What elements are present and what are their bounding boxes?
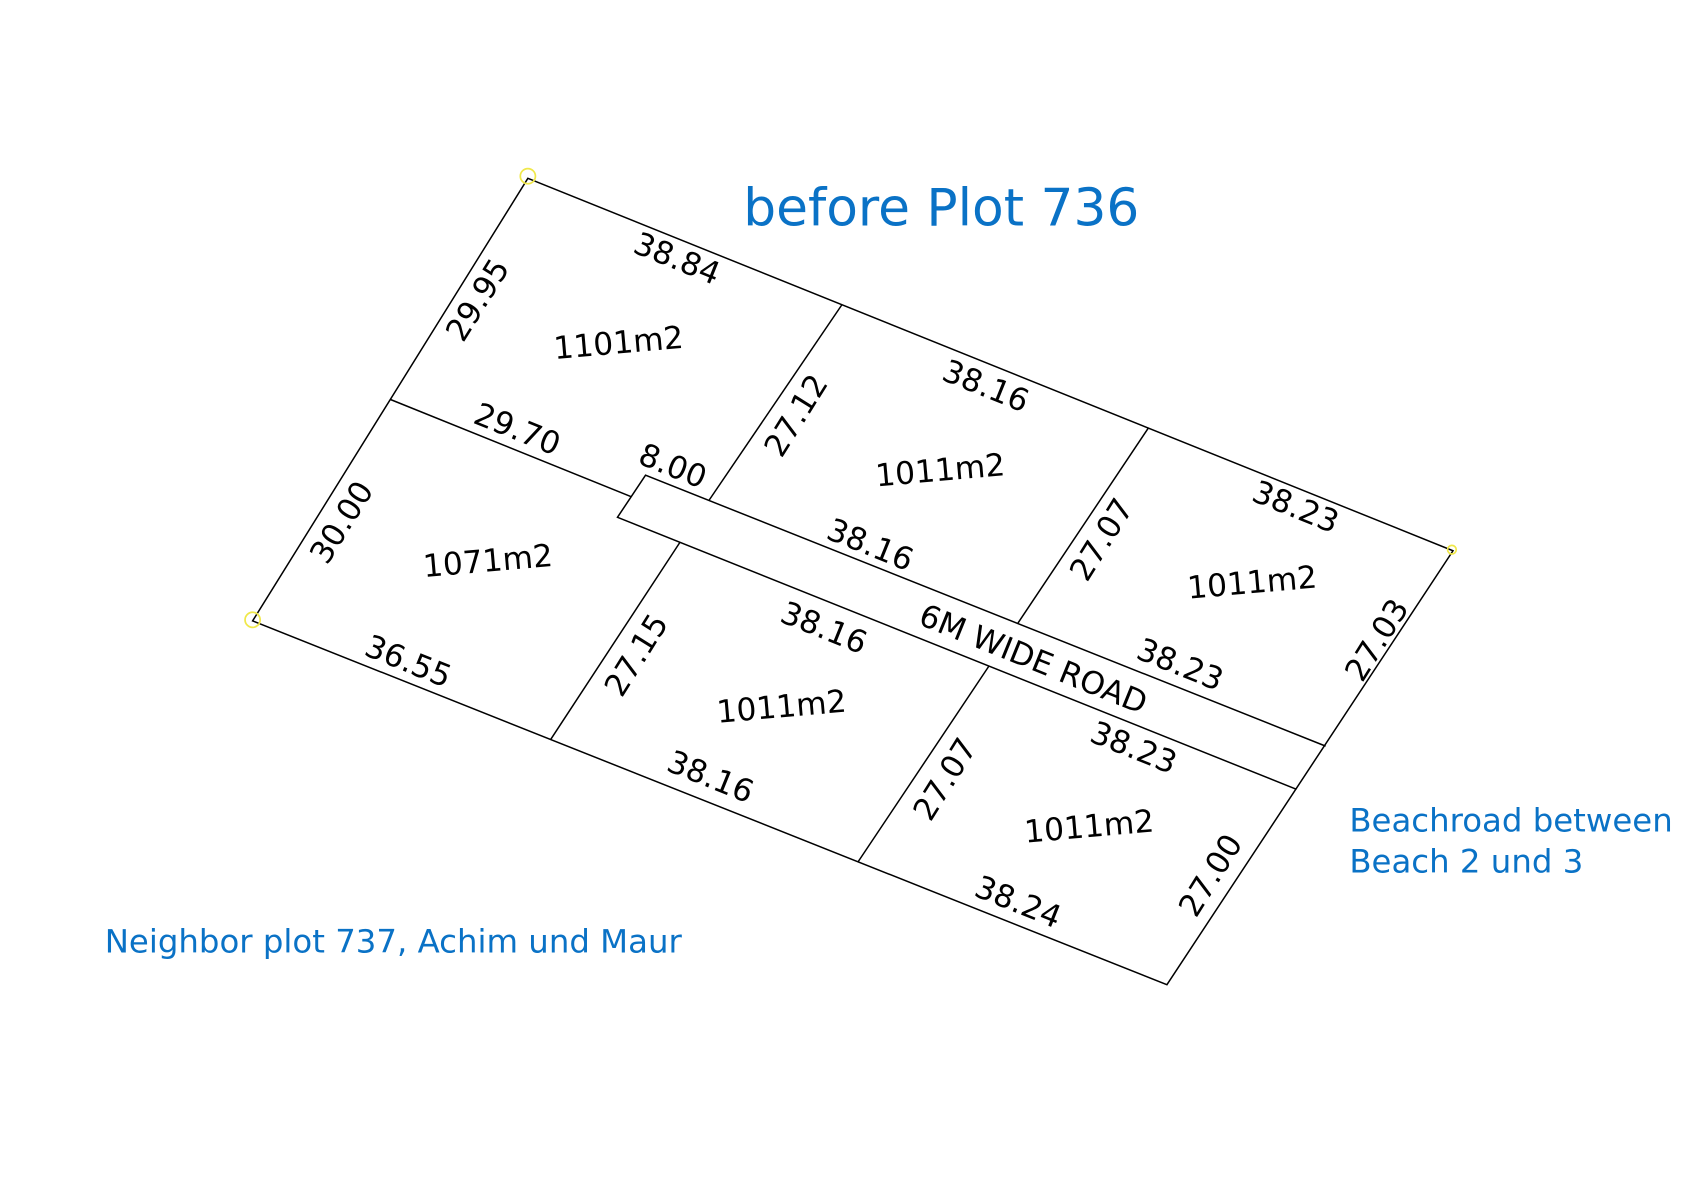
- corner-marker-icon: [519, 167, 537, 185]
- dimension-label: 30.00: [303, 475, 381, 570]
- area-label: 1011m2: [715, 684, 848, 731]
- dimension-label: 27.03: [1338, 593, 1416, 688]
- plot-divider: [708, 304, 843, 501]
- beachroad-label: Beach 2 und 3: [1349, 842, 1583, 880]
- dimension-label: 27.07: [1063, 492, 1141, 587]
- plot-boundary: [251, 177, 1455, 986]
- page-title: before Plot 736: [743, 179, 1139, 239]
- dimension-label: 38.16: [662, 744, 759, 811]
- area-label: 1011m2: [1023, 803, 1156, 850]
- road-label: 6M WIDE ROAD: [914, 598, 1152, 722]
- plot-divider: [1017, 427, 1150, 624]
- beachroad-label: Beachroad between: [1349, 801, 1672, 839]
- dimension-label: 29.70: [469, 396, 566, 463]
- area-label: 1101m2: [552, 320, 685, 367]
- corner-marker-icon: [1446, 544, 1458, 555]
- dimension-label: 38.16: [775, 595, 872, 662]
- dimension-label: 38.23: [1085, 715, 1182, 782]
- dimension-label: 8.00: [633, 437, 711, 496]
- dimension-label: 27.12: [758, 368, 836, 463]
- corner-marker-icon: [244, 611, 262, 629]
- dimension-label: 38.84: [629, 226, 726, 293]
- dimension-label: 27.15: [598, 608, 676, 703]
- dimension-label: 38.23: [1247, 474, 1344, 541]
- neighbor-label: Neighbor plot 737, Achim und Maur: [105, 922, 683, 960]
- area-label: 1071m2: [422, 538, 555, 585]
- dimension-label: 38.16: [822, 512, 919, 579]
- plot-divider: [549, 541, 681, 741]
- dimension-label: 27.07: [907, 732, 985, 827]
- plot-divider: [390, 398, 632, 498]
- area-label: 1011m2: [874, 447, 1007, 494]
- dimension-label: 29.95: [439, 253, 517, 348]
- dimension-label: 36.55: [360, 628, 457, 695]
- plot-divider: [857, 665, 990, 863]
- area-label: 1011m2: [1186, 560, 1319, 607]
